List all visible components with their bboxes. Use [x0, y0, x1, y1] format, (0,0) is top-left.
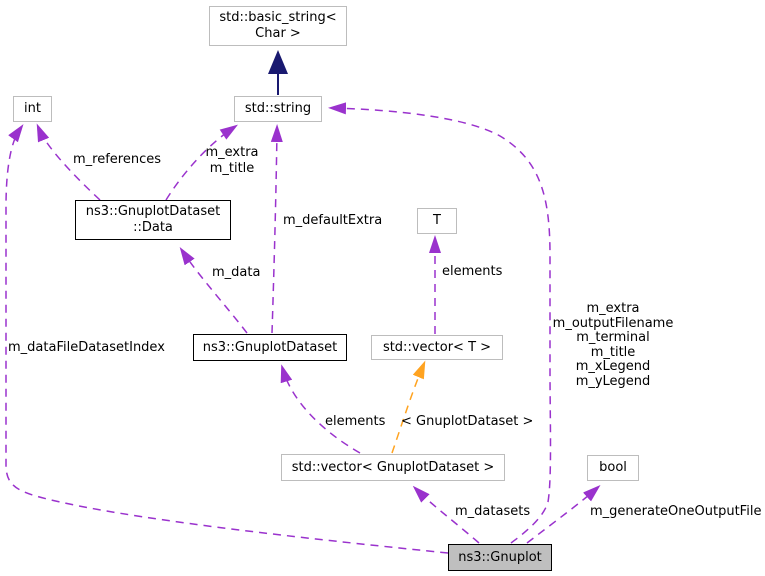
node-label: std::vector< GnuplotDataset > [291, 459, 495, 475]
edge-label-m-generateOneOutputFile: m_generateOneOutputFile [590, 504, 762, 519]
edge-label-m-extra-m-title: m_extra m_title [205, 145, 259, 176]
node-label: std::string [244, 101, 312, 116]
node-label: ns3::Gnuplot [458, 549, 542, 565]
node-ns3-gnuplot-dataset-data[interactable]: ns3::GnuplotDataset ::Data [75, 200, 231, 240]
node-label: std::vector< T > [382, 339, 492, 355]
node-ns3-gnuplot: ns3::Gnuplot [448, 544, 552, 571]
node-std-vector-gnuplot-dataset: std::vector< GnuplotDataset > [281, 454, 505, 481]
edge-label-m-dataFileDatasetIndex: m_dataFileDatasetIndex [8, 340, 165, 355]
node-std-basic-string: std::basic_string< Char > [209, 6, 347, 46]
edge-label-template-args: < GnuplotDataset > [401, 414, 534, 429]
edge-m-generateOneOutputFile [526, 485, 601, 544]
edge-label-m-defaultExtra: m_defaultExtra [283, 213, 383, 228]
node-ns3-gnuplot-dataset[interactable]: ns3::GnuplotDataset [193, 334, 347, 361]
edge-label-m-datasets: m_datasets [455, 504, 531, 519]
node-int: int [13, 96, 52, 122]
edge-m-datasets [412, 485, 480, 544]
node-label: int [24, 101, 41, 116]
edge-label-elements-gd: elements [325, 414, 386, 429]
edge-label-m-references: m_references [73, 152, 162, 167]
edge-m-dataFileDatasetIndex [5, 124, 449, 554]
edge-label-m-data: m_data [212, 265, 261, 280]
node-label: ns3::GnuplotDataset [202, 339, 338, 355]
node-t-param: T [417, 208, 457, 234]
node-bool: bool [587, 455, 639, 481]
edge-template-instantiation [391, 360, 426, 454]
node-label: Char > [255, 26, 301, 41]
edge-label-gnuplot-string-members: m_extra m_outputFilename m_terminal m_ti… [552, 301, 674, 389]
edge-m-references [36, 123, 101, 201]
node-std-vector-t: std::vector< T > [371, 335, 503, 360]
node-label: T [433, 213, 441, 228]
node-std-string: std::string [234, 96, 322, 122]
edge-elements-vector-gd [280, 364, 361, 454]
edge-label-elements-t: elements [442, 264, 503, 279]
edge-m-extra-m-title [165, 124, 238, 201]
node-label: std::basic_string< [219, 10, 337, 25]
node-label: ns3::GnuplotDataset [85, 204, 221, 219]
node-label: bool [599, 460, 627, 475]
node-label: ::Data [133, 220, 173, 235]
edge-gnuplot-string-members [328, 102, 552, 544]
edge-m-defaultExtra [270, 124, 283, 334]
